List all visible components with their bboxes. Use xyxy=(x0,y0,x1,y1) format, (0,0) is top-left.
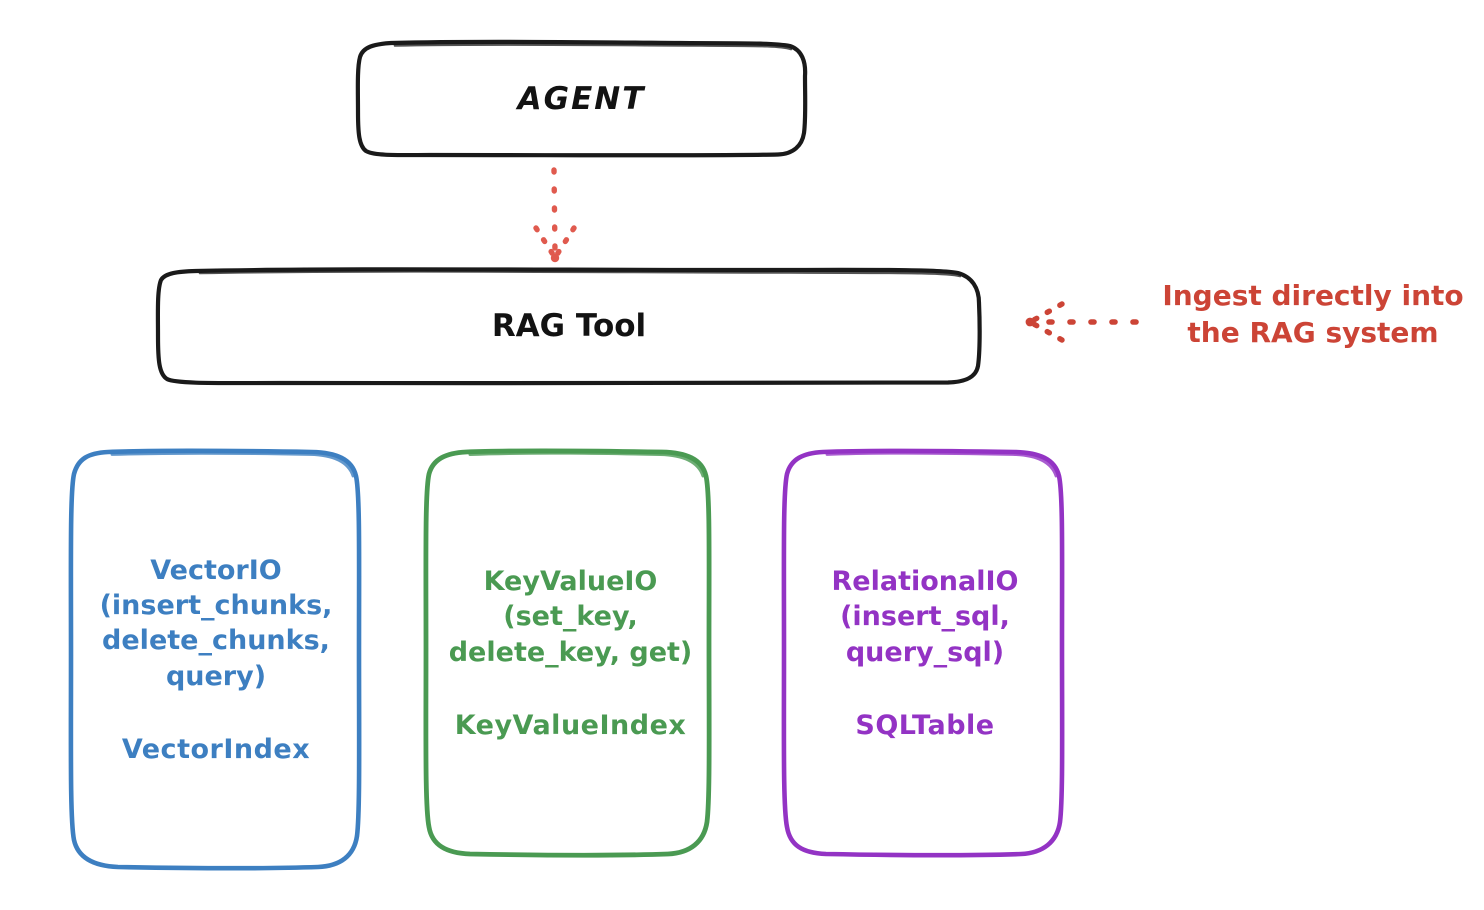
key-value-io-node-shape[interactable] xyxy=(423,448,712,858)
vector-io-node-shape[interactable] xyxy=(68,448,362,871)
relational-io-node-shape[interactable] xyxy=(781,448,1065,858)
agent-node-shape[interactable] xyxy=(355,39,808,158)
rag-tool-node-shape[interactable] xyxy=(155,267,982,386)
agent-to-rag-connector xyxy=(533,167,577,263)
ingest-arrow-connector xyxy=(1025,301,1139,343)
